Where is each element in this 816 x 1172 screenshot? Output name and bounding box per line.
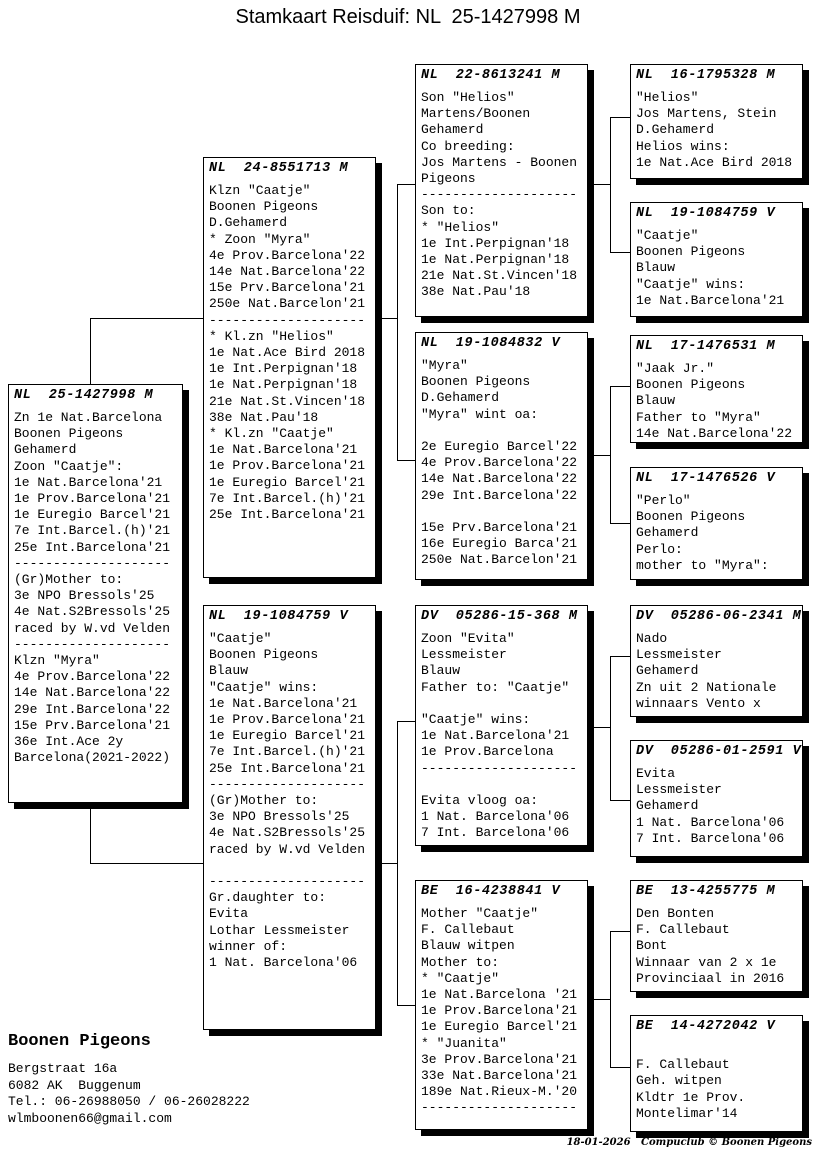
pedigree-box-sire-dam-dam: NL 17-1476526 V "Perlo" Boonen Pigeons G… <box>630 467 803 580</box>
connector-line <box>397 460 415 461</box>
connector-line <box>610 386 611 523</box>
connector-line <box>610 1067 630 1068</box>
connector-line <box>610 117 630 118</box>
connector-line <box>90 803 91 863</box>
pedigree-box-dam-sire: DV 05286-15-368 M Zoon "Evita" Lessmeist… <box>415 605 588 846</box>
pedigree-box-sire-dam-sire: NL 17-1476531 M "Jaak Jr." Boonen Pigeon… <box>630 335 803 443</box>
ring-number: NL 24-8551713 M <box>209 161 349 176</box>
footer-credit: 18-01-2026 Compuclub © Boonen Pigeons <box>566 1137 812 1148</box>
ring-number: NL 19-1084759 V <box>209 609 349 624</box>
connector-line <box>610 523 630 524</box>
pedigree-box-dam-dam-dam: BE 14-4272042 V F. Callebaut Geh. witpen… <box>630 1015 803 1132</box>
ring-number: DV 05286-15-368 M <box>421 609 578 624</box>
connector-line <box>610 656 630 657</box>
pigeon-details: F. Callebaut Geh. witpen Kldtr 1e Prov. … <box>636 1057 746 1121</box>
pigeon-details: "Helios" Jos Martens, Stein D.Gehamerd H… <box>636 90 793 170</box>
pedigree-box-sire-sire-dam: NL 19-1084759 V "Caatje" Boonen Pigeons … <box>630 202 803 317</box>
connector-line <box>610 117 611 252</box>
connector-line <box>610 931 611 1067</box>
connector-line <box>610 252 630 253</box>
owner-info: Boonen Pigeons Bergstraat 16a 6082 AK Bu… <box>8 1032 250 1127</box>
ring-number: NL 17-1476526 V <box>636 471 776 486</box>
pigeon-details: "Caatje" Boonen Pigeons Blauw "Caatje" w… <box>636 228 785 308</box>
pigeon-details: "Perlo" Boonen Pigeons Gehamerd Perlo: m… <box>636 493 769 573</box>
owner-name: Boonen Pigeons <box>8 1032 151 1051</box>
owner-address-street: Bergstraat 16a <box>8 1061 118 1076</box>
connector-line <box>376 318 397 319</box>
owner-email: wlmboonen66@gmail.com <box>8 1110 172 1126</box>
pigeon-details: Mother "Caatje" F. Callebaut Blauw witpe… <box>421 906 578 1116</box>
pedigree-box-dam: NL 19-1084759 V "Caatje" Boonen Pigeons … <box>203 605 376 1030</box>
owner-phone: Tel.: 06-26988050 / 06-26028222 <box>8 1094 250 1109</box>
ring-number: NL 25-1427998 M <box>14 388 154 403</box>
pigeon-details: "Jaak Jr." Boonen Pigeons Blauw Father t… <box>636 361 793 441</box>
pigeon-details: Evita Lessmeister Gehamerd 1 Nat. Barcel… <box>636 766 785 846</box>
connector-line <box>610 800 630 801</box>
connector-line <box>90 318 203 319</box>
pedigree-box-dam-sire-dam: DV 05286-01-2591 V Evita Lessmeister Geh… <box>630 740 803 857</box>
connector-line <box>588 727 610 728</box>
ring-number: BE 14-4272042 V <box>636 1019 776 1034</box>
ring-number: BE 16-4238841 V <box>421 884 561 899</box>
ring-number: NL 16-1795328 M <box>636 68 776 83</box>
connector-line <box>397 1005 415 1006</box>
connector-line <box>90 318 91 384</box>
pedigree-box-sire: NL 24-8551713 M Klzn "Caatje" Boonen Pig… <box>203 157 376 578</box>
connector-line <box>610 931 630 932</box>
ring-number: NL 17-1476531 M <box>636 339 776 354</box>
ring-number: NL 22-8613241 M <box>421 68 561 83</box>
connector-line <box>376 863 397 864</box>
connector-line <box>588 455 610 456</box>
ring-number: DV 05286-01-2591 V <box>636 744 802 759</box>
connector-line <box>397 184 398 460</box>
pedigree-box-sire-sire-sire: NL 16-1795328 M "Helios" Jos Martens, St… <box>630 64 803 179</box>
ring-number: BE 13-4255775 M <box>636 884 776 899</box>
owner-address-city: 6082 AK Buggenum <box>8 1077 141 1093</box>
connector-line <box>397 721 415 722</box>
pedigree-box-dam-sire-sire: DV 05286-06-2341 M Nado Lessmeister Geha… <box>630 605 803 717</box>
pigeon-details: Zn 1e Nat.Barcelona Boonen Pigeons Geham… <box>14 410 171 766</box>
pigeon-details: Zoon "Evita" Lessmeister Blauw Father to… <box>421 631 578 841</box>
pigeon-details: "Myra" Boonen Pigeons D.Gehamerd "Myra" … <box>421 358 578 568</box>
pigeon-details: Den Bonten F. Callebaut Bont Winnaar van… <box>636 906 785 986</box>
connector-line <box>397 721 398 1005</box>
page-title: Stamkaart Reisduif: NL 25-1427998 M <box>235 6 581 28</box>
ring-number: NL 19-1084832 V <box>421 336 561 351</box>
connector-line <box>588 184 610 185</box>
pedigree-box-subject: NL 25-1427998 M Zn 1e Nat.Barcelona Boon… <box>8 384 183 803</box>
pigeon-details: Klzn "Caatje" Boonen Pigeons D.Gehamerd … <box>209 183 366 523</box>
pedigree-box-sire-sire: NL 22-8613241 M Son "Helios" Martens/Boo… <box>415 64 588 317</box>
connector-line <box>90 863 203 864</box>
pigeon-details: Nado Lessmeister Gehamerd Zn uit 2 Natio… <box>636 631 777 711</box>
connector-line <box>610 386 630 387</box>
pedigree-box-dam-dam-sire: BE 13-4255775 M Den Bonten F. Callebaut … <box>630 880 803 992</box>
pedigree-box-dam-dam: BE 16-4238841 V Mother "Caatje" F. Calle… <box>415 880 588 1130</box>
ring-number: NL 19-1084759 V <box>636 206 776 221</box>
pigeon-details: "Caatje" Boonen Pigeons Blauw "Caatje" w… <box>209 631 366 971</box>
connector-line <box>397 184 415 185</box>
connector-line <box>588 999 610 1000</box>
pedigree-box-sire-dam: NL 19-1084832 V "Myra" Boonen Pigeons D.… <box>415 332 588 580</box>
pigeon-details: Son "Helios" Martens/Boonen Gehamerd Co … <box>421 90 578 300</box>
connector-line <box>610 656 611 800</box>
ring-number: DV 05286-06-2341 M <box>636 609 802 624</box>
